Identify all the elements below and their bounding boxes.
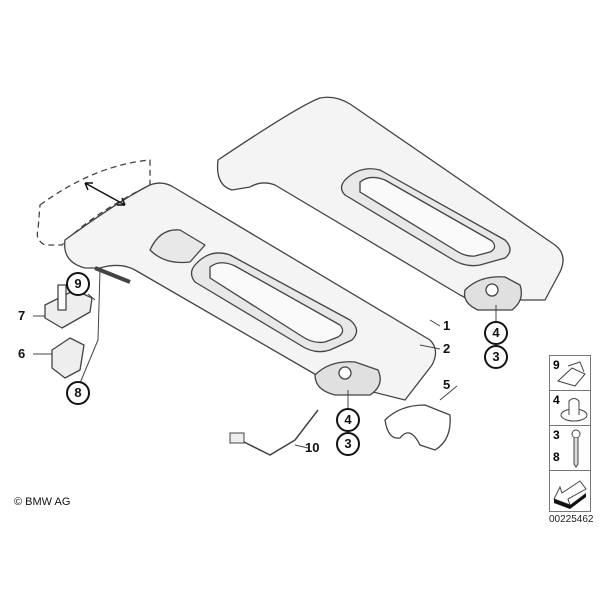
callout-9: 9 (66, 272, 90, 296)
double-arrow (84, 182, 126, 206)
arrow-icon (553, 480, 587, 509)
callout-4-left: 4 (336, 408, 360, 432)
legend-nut: 4 (549, 390, 591, 426)
callout-7: 7 (18, 308, 26, 323)
expanding-nut-icon (560, 398, 588, 422)
visor-ghost-outline (36, 159, 151, 246)
part-number: 00225462 (549, 514, 594, 525)
light-cover (149, 229, 206, 264)
visor-rod (94, 266, 131, 284)
callout-6: 6 (18, 346, 26, 361)
mirror-left (209, 262, 344, 344)
callout-4-right: 4 (484, 321, 508, 345)
clip-7 (44, 289, 93, 329)
bracket-6 (51, 337, 85, 379)
callout-1: 1 (443, 318, 451, 333)
clip-icon (557, 361, 586, 387)
callout-10: 10 (305, 440, 320, 455)
legend-screw: 3 8 (549, 425, 591, 471)
callout-3-left: 3 (336, 432, 360, 456)
callout-2: 2 (443, 341, 451, 356)
cover-5 (384, 404, 451, 451)
callout-8: 8 (66, 381, 90, 405)
mirror-right (359, 176, 496, 257)
cable-10 (239, 409, 319, 456)
legend-arrow (549, 470, 591, 512)
screw-icon (571, 429, 581, 468)
callout-5: 5 (443, 377, 451, 392)
legend-clip: 9 (549, 355, 591, 391)
callout-3-right: 3 (484, 345, 508, 369)
copyright: © BMW AG (14, 496, 71, 508)
